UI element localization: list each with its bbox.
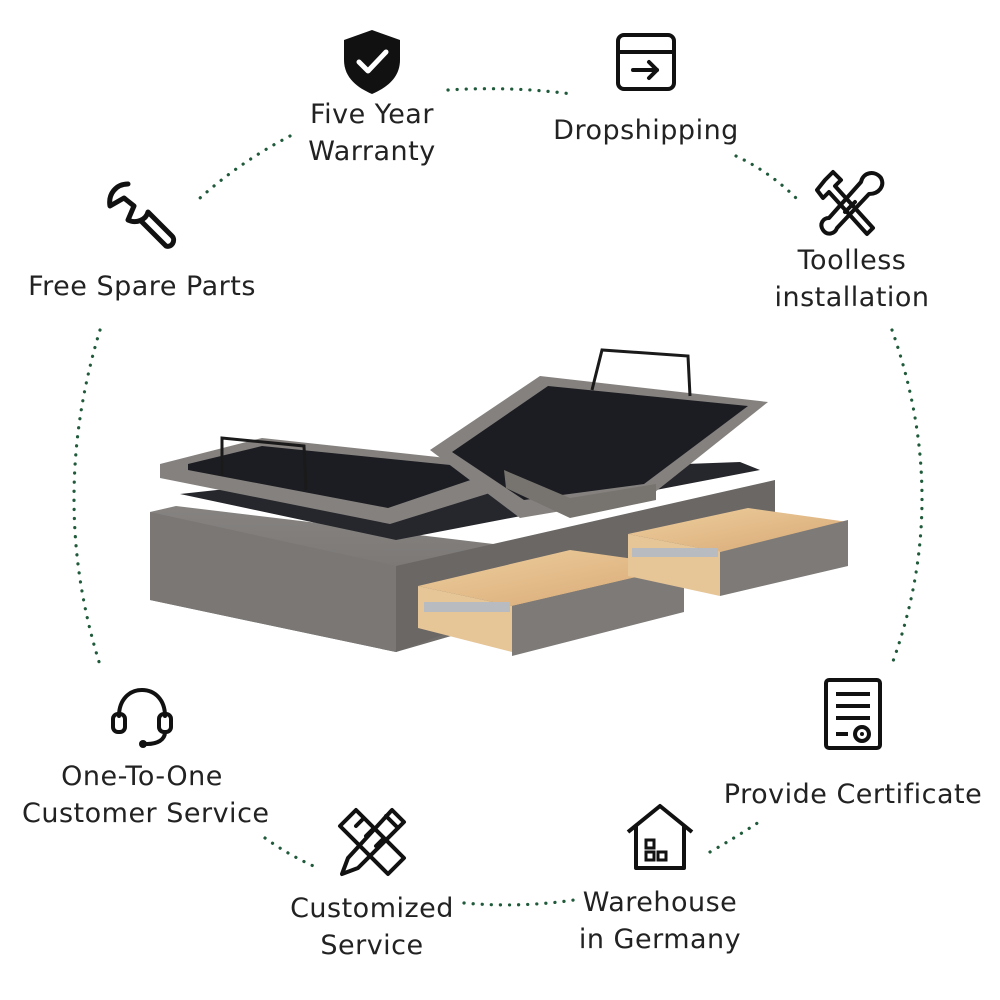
certificate-icon	[824, 678, 882, 750]
warranty-label-line-1: Five Year	[310, 99, 434, 130]
left-drawer-front	[512, 566, 684, 656]
left-drawer-bottom	[418, 550, 684, 606]
left-drawer-rail	[424, 602, 510, 612]
customized-label-line-1: Customized	[290, 893, 454, 924]
foot-section	[504, 470, 656, 518]
warranty-label-line-2: Warranty	[308, 136, 436, 167]
dropshipping-label: Dropshipping	[553, 115, 739, 146]
feature-dropshipping: Dropshipping	[548, 30, 744, 149]
feature-spare-parts: Free Spare Parts	[22, 180, 262, 305]
dot-arc-top-right	[734, 154, 798, 200]
right-drawer-rail	[632, 548, 718, 557]
toolless-label-line-1: Toolless	[797, 245, 907, 276]
pencil-ruler-icon	[338, 808, 406, 876]
headset-icon	[111, 687, 173, 748]
feature-customer-service: One-To-One Customer Service	[22, 684, 270, 832]
customer-service-label-line-1: One-To-One	[61, 761, 223, 792]
feature-warranty: Five Year Warranty	[300, 28, 444, 170]
warehouse-label-line-1: Warehouse	[582, 887, 738, 918]
toolless-label-line-2: installation	[774, 282, 930, 313]
customized-label-line-2: Service	[320, 930, 424, 961]
feature-customized: Customized Service	[286, 806, 458, 964]
shield-check-icon	[344, 30, 400, 94]
feature-certificate: Provide Certificate	[722, 676, 984, 813]
box-arrow-icon	[616, 33, 676, 91]
customer-service-label-line-2: Customer Service	[22, 798, 270, 829]
left-handle	[220, 436, 308, 491]
dot-arc-top-left	[198, 134, 292, 200]
right-panel-board	[452, 386, 748, 500]
dot-arc-bottom-right	[708, 818, 764, 854]
warehouse-label-line-2: in Germany	[578, 924, 742, 955]
right-drawer-bottom	[628, 508, 848, 552]
dot-arc-bottom	[462, 898, 576, 907]
dot-arc-left	[72, 328, 102, 667]
bed-base-front	[150, 512, 396, 652]
warehouse-icon	[626, 804, 694, 870]
feature-warehouse: Warehouse in Germany	[570, 800, 750, 958]
left-panel-board	[188, 446, 500, 508]
certificate-label: Provide Certificate	[723, 779, 983, 810]
dot-arc-bottom-left	[263, 836, 320, 870]
tools-icon	[815, 170, 885, 236]
dot-arc-top	[446, 87, 574, 96]
right-handle	[590, 348, 692, 397]
feature-toolless: Toolless installation	[770, 166, 934, 316]
dotted-arcs	[72, 87, 924, 907]
spare-parts-label: Free Spare Parts	[28, 271, 256, 302]
dot-arc-right	[890, 328, 924, 666]
wrench-icon	[107, 181, 177, 249]
right-drawer-front	[720, 520, 848, 596]
